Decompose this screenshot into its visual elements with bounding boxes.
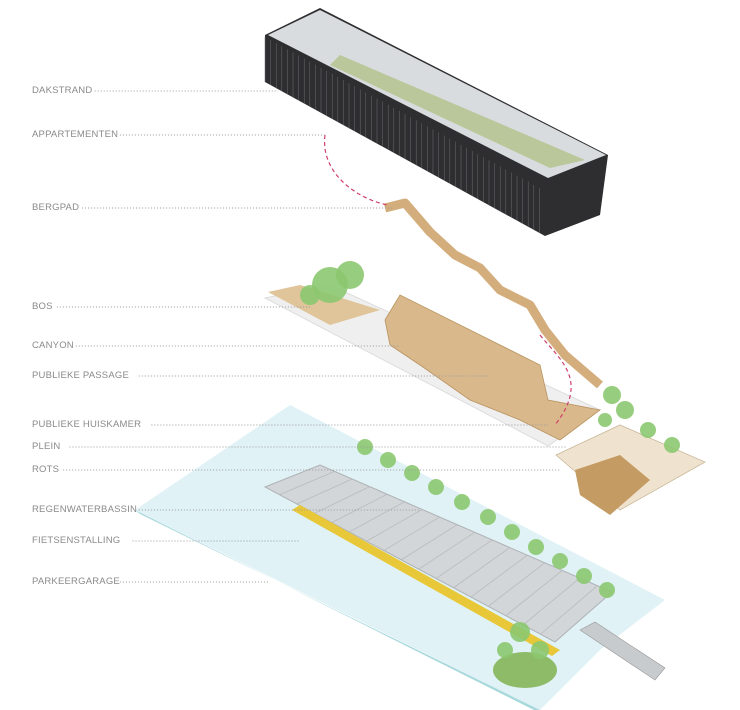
- tree-icon: [640, 422, 656, 438]
- island: [493, 652, 557, 688]
- tree-icon: [357, 439, 373, 455]
- ramp: [579, 621, 666, 681]
- tree-icon: [454, 494, 470, 510]
- canyon: [384, 294, 601, 441]
- label-dakstrand: DAKSTRAND: [32, 85, 93, 96]
- garage-grid: [279, 470, 598, 635]
- tree-icon: [428, 479, 444, 495]
- facade-grid: [264, 37, 540, 233]
- roof-courtyard: [330, 55, 585, 168]
- tree-icon: [504, 524, 520, 540]
- tree-icon: [510, 622, 530, 642]
- leader-lines: [56, 90, 566, 583]
- label-canyon: CANYON: [32, 340, 74, 351]
- label-appartementen: APPARTEMENTEN: [32, 129, 119, 140]
- label-fietsenstalling: FIETSENSTALLING: [32, 535, 121, 546]
- label-rots: ROTS: [32, 464, 60, 475]
- label-regenwaterbassin: REGENWATERBASSIN: [32, 504, 138, 515]
- trees: [300, 261, 680, 659]
- route-dashed-line: [324, 134, 572, 426]
- tree-icon: [664, 437, 680, 453]
- tree-icon: [576, 568, 592, 584]
- tree-icon: [404, 465, 420, 481]
- bike-storage-strip: [292, 505, 560, 656]
- tree-icon: [531, 641, 549, 659]
- tree-icon: [552, 553, 568, 569]
- public-living-room: [268, 285, 380, 325]
- label-publieke-passage: PUBLIEKE PASSAGE: [32, 370, 130, 381]
- tree-icon: [300, 285, 320, 305]
- label-publieke-huiskamer: PUBLIEKE HUISKAMER: [32, 419, 142, 430]
- label-bergpad: BERGPAD: [32, 202, 80, 213]
- label-parkeergarage: PARKEERGARAGE: [32, 576, 120, 587]
- tree-icon: [336, 261, 364, 289]
- tree-icon: [380, 452, 396, 468]
- tree-icon: [603, 386, 621, 404]
- tree-icon: [497, 642, 513, 658]
- tree-icon: [598, 413, 612, 427]
- tree-icon: [599, 582, 615, 598]
- label-plein: PLEIN: [32, 441, 61, 452]
- mountain-path: [383, 198, 603, 389]
- tree-icon: [616, 401, 634, 419]
- tree-icon: [528, 539, 544, 555]
- rock: [575, 455, 650, 515]
- label-bos: BOS: [32, 301, 53, 312]
- tree-icon: [480, 509, 496, 525]
